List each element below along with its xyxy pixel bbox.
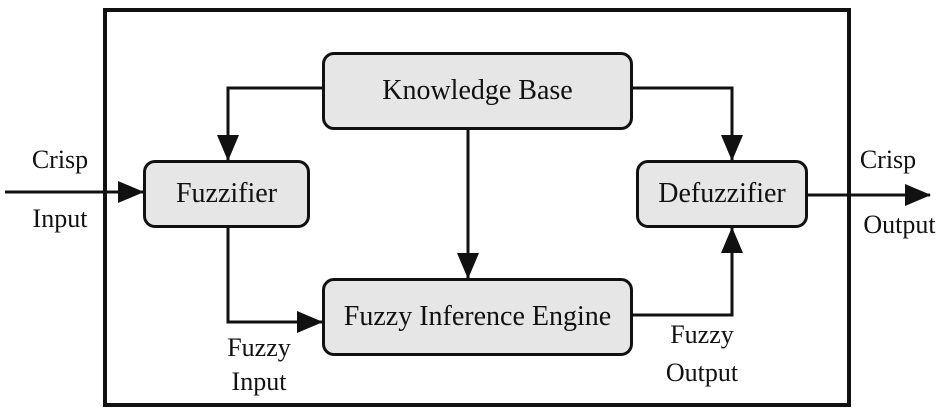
arrow-kb-to-defuzzifier	[633, 86, 743, 161]
fuzzy-output-label-bottom: Output	[665, 358, 739, 387]
arrow-fuzzy-input	[226, 228, 323, 333]
inference-engine-block: Fuzzy Inference Engine	[322, 278, 633, 356]
arrow-fuzzy-output	[633, 227, 743, 317]
fuzzy-input-label-bottom: Input	[231, 367, 287, 396]
defuzzifier-block: Defuzzifier	[636, 160, 808, 228]
crisp-output-label-top: Crisp	[859, 145, 917, 174]
system-boundary	[103, 8, 851, 407]
arrow-kb-to-fuzzifier	[217, 86, 322, 161]
crisp-output-label-bottom: Output	[863, 210, 936, 239]
crisp-input-label-top: Crisp	[31, 145, 89, 174]
fuzzy-output-label-top: Fuzzy	[670, 320, 734, 349]
fuzzy-input-label-top: Fuzzy	[227, 333, 291, 362]
fuzzifier-block: Fuzzifier	[143, 160, 310, 228]
knowledge-base-block: Knowledge Base	[322, 52, 633, 130]
crisp-input-label-bottom: Input	[32, 204, 88, 233]
